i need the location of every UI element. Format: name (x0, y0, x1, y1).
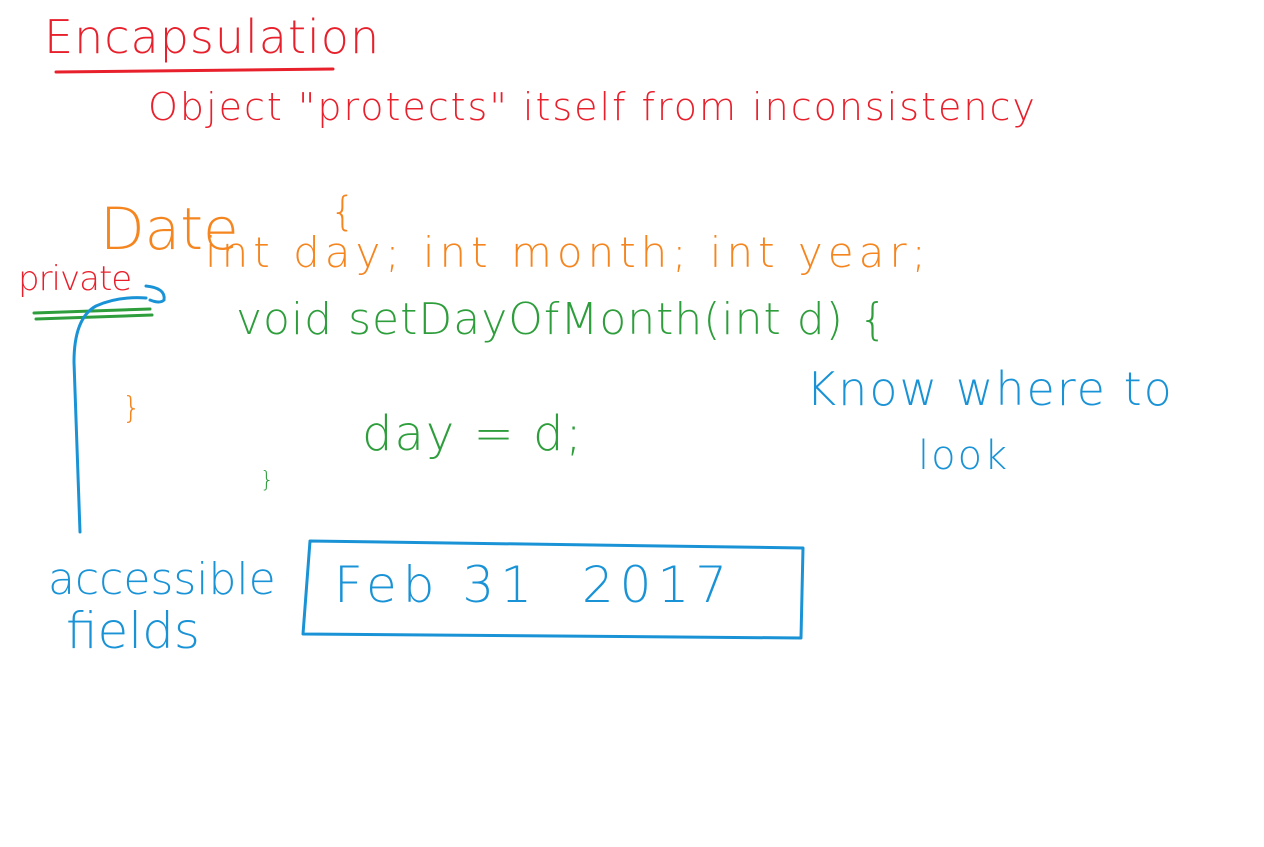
note-know-where: Know where to (806, 362, 1174, 416)
fields-line: int day; int month; int year; (205, 228, 931, 277)
method-signature: void setDayOfMonth(int d) { (236, 294, 888, 345)
heading-encapsulation: Encapsulation (44, 10, 381, 64)
access-label-private: private (18, 259, 132, 299)
method-body: day = d; (362, 406, 584, 462)
accessible-arrow (72, 296, 148, 534)
example-date-box (301, 539, 805, 640)
accessible-label-line-1: accessible (48, 554, 276, 605)
subheading-protects: Object "protects" itself from inconsiste… (148, 85, 1037, 129)
open-brace: { (330, 189, 356, 235)
note-look: look (918, 433, 1010, 479)
private-underline-2 (34, 313, 154, 321)
outer-brace-left: } (122, 391, 142, 426)
example-date-text: Feb 31 2017 (334, 556, 734, 614)
class-name-date: Date (100, 195, 239, 263)
arrow-head-icon (144, 284, 166, 304)
private-underline-1 (32, 307, 152, 315)
heading-underline (54, 67, 335, 74)
inner-close-brace: } (260, 468, 274, 493)
accessible-label-line-2: fields (66, 602, 200, 660)
